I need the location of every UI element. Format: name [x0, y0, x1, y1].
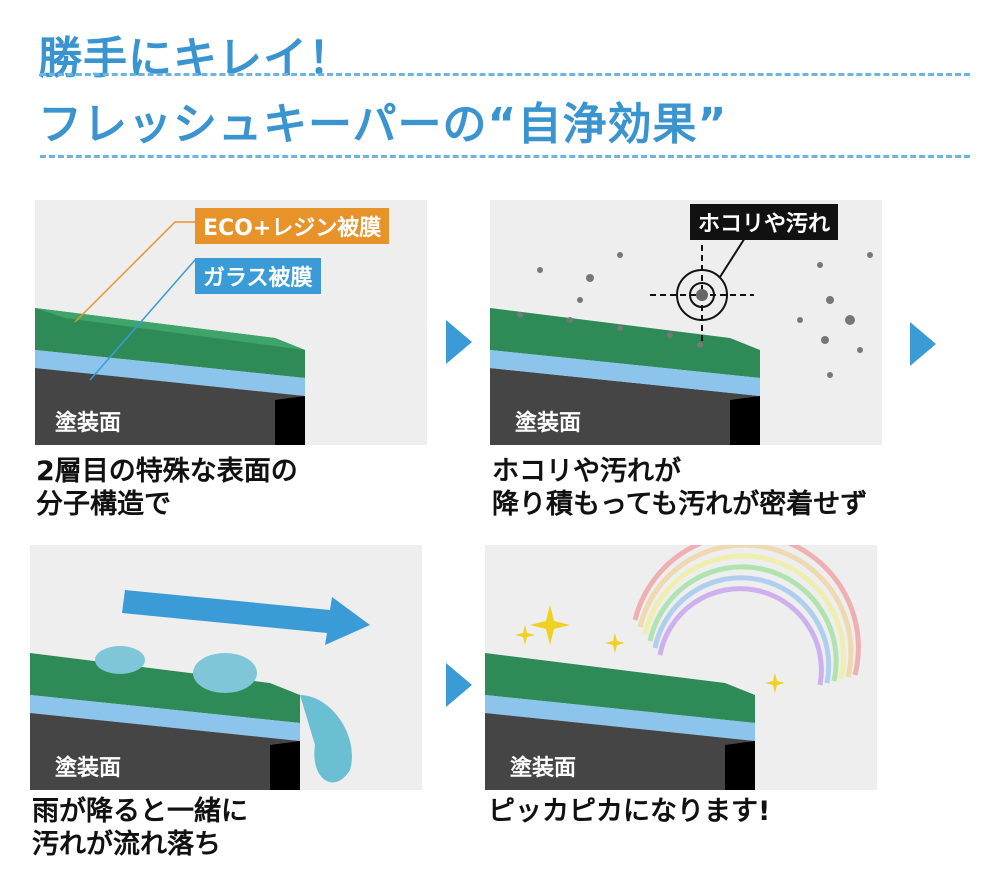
caption-4: ピッカピカになります! [488, 795, 770, 828]
headline-1: 勝手にキレイ！ [38, 33, 353, 84]
rainbow-icon [632, 545, 861, 686]
dirt-label: ホコリや汚れ [690, 204, 839, 240]
caption-1: 2層目の特殊な表面の分子構造で [36, 455, 298, 521]
headline-2: フレッシュキーパーの“自浄効果” [38, 99, 728, 150]
paint-surface-label: 塗装面 [55, 756, 122, 781]
sparkle-icon [515, 605, 785, 693]
coating-slab-illustration [35, 221, 305, 445]
eco-resin-label: ECO+レジン被膜 [195, 208, 390, 244]
panel-shiny: 塗装面 [485, 545, 877, 790]
next-arrow-icon [446, 320, 472, 364]
panel-dirt: ホコリや汚れ 塗装面 [490, 200, 882, 445]
caption-3: 雨が降ると一緒に汚れが流れ落ち [32, 795, 248, 861]
divider [40, 73, 970, 76]
panel-rain: 塗装面 [30, 545, 422, 790]
water-drop-icon [95, 646, 145, 674]
next-arrow-icon [910, 322, 936, 366]
caption-line: 雨が降ると一緒に [32, 796, 248, 827]
flow-arrow-icon [122, 590, 370, 645]
divider [40, 155, 970, 158]
dirt-slab-illustration [490, 229, 873, 445]
rain-slab-illustration [30, 590, 370, 790]
shiny-slab-illustration [485, 545, 861, 790]
glass-coat-label: ガラス被膜 [195, 258, 321, 294]
paint-surface-label: 塗装面 [55, 411, 122, 436]
paint-surface-label: 塗装面 [515, 411, 582, 436]
caption-line: 降り積もっても汚れが密着せず [492, 489, 868, 520]
target-reticle-icon [650, 229, 754, 345]
caption-line: ピッカピカになります! [488, 796, 771, 827]
caption-line: 分子構造で [36, 489, 171, 520]
caption-2: ホコリや汚れが降り積もっても汚れが密着せず [492, 455, 867, 521]
water-drop-icon [300, 695, 352, 783]
water-drop-icon [193, 653, 257, 693]
caption-line: 2層目の特殊な表面の [36, 456, 298, 487]
paint-surface-label: 塗装面 [510, 756, 577, 781]
caption-line: 汚れが流れ落ち [32, 829, 221, 860]
next-arrow-icon [446, 663, 472, 707]
caption-line: ホコリや汚れが [492, 456, 681, 487]
panel-layers: ECO+レジン被膜 ガラス被膜 塗装面 [35, 200, 427, 445]
